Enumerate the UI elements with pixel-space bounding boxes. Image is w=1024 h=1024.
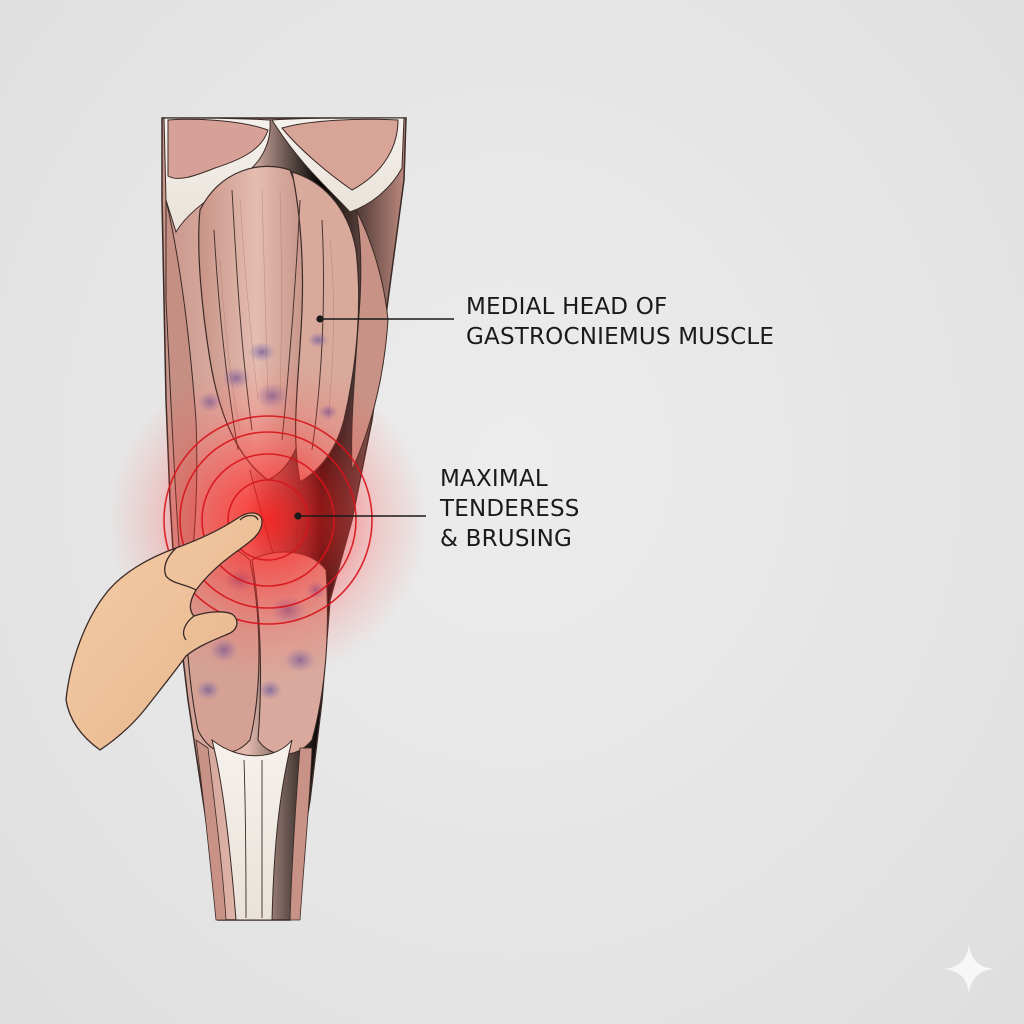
- tenderness-label: MAXIMAL TENDERESS & BRUSING: [440, 464, 580, 554]
- pointing-hand: [65, 512, 263, 751]
- tenderness-label-line1: MAXIMAL: [440, 466, 548, 492]
- medial-head-label-line1: MEDIAL HEAD OF: [466, 294, 668, 320]
- lower-tendon: [211, 738, 293, 921]
- tenderness-label-line3: & BRUSING: [440, 526, 573, 552]
- tenderness-label-line2: TENDERESS: [440, 496, 580, 522]
- medial-head-label: MEDIAL HEAD OF GASTROCNIEMUS MUSCLE: [466, 292, 774, 352]
- leader-lines: [294, 315, 454, 520]
- medial-head-label-line2: GASTROCNIEMUS MUSCLE: [466, 324, 775, 350]
- pain-rings: [163, 415, 373, 625]
- sparkle-icon: [944, 944, 994, 994]
